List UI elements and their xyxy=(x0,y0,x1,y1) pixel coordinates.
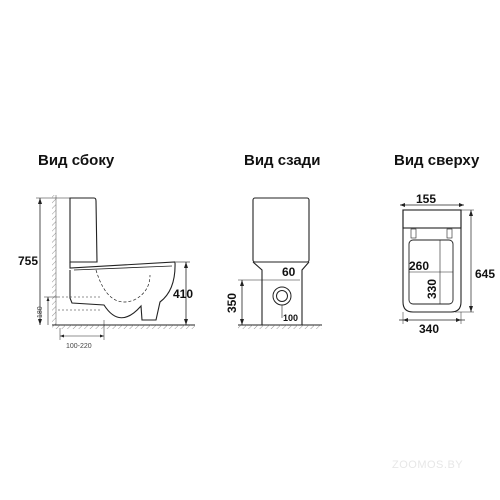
back-pedestal xyxy=(252,261,310,326)
back-bottom-label: 100 xyxy=(283,313,298,323)
top-inner-width-label: 260 xyxy=(409,259,429,273)
watermark: ZOOMOS.BY xyxy=(392,459,463,471)
side-wall xyxy=(52,195,56,325)
top-view xyxy=(399,203,474,324)
side-height-label: 755 xyxy=(18,254,38,268)
top-tank-label: 155 xyxy=(416,192,436,206)
back-outlet xyxy=(272,286,292,306)
back-top-label: 60 xyxy=(282,265,296,279)
top-outer-body xyxy=(402,209,462,313)
top-depth-label: 645 xyxy=(475,267,495,281)
top-inner-depth-label: 330 xyxy=(425,279,439,299)
side-range-label: 100-220 xyxy=(66,343,92,350)
side-trap-dashed xyxy=(95,269,151,303)
back-tank xyxy=(252,197,310,263)
top-view-title: Вид сверху xyxy=(394,152,480,169)
side-tank xyxy=(69,197,98,263)
back-view-title: Вид сзади xyxy=(244,152,321,169)
top-width-label: 340 xyxy=(419,322,439,336)
top-tank xyxy=(402,209,462,229)
side-view xyxy=(36,195,195,340)
back-view xyxy=(238,197,322,329)
side-view-title: Вид сбоку xyxy=(38,152,115,169)
back-height-label: 350 xyxy=(225,293,239,313)
side-bowl xyxy=(69,261,176,321)
side-seat-label: 410 xyxy=(173,287,193,301)
side-outlet-label: 180 xyxy=(37,306,44,318)
